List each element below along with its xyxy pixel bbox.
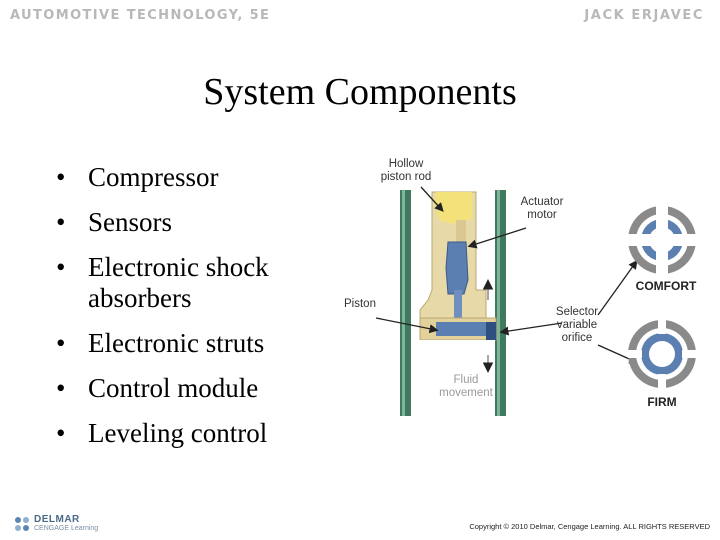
shock-absorber-diagram: Hollow piston rod Actuator motor Piston … [336,150,720,420]
book-title: AUTOMOTIVE TECHNOLOGY, 5E [10,8,271,23]
cylinder-wall-left [400,190,411,416]
bullet-dot: • [56,162,66,192]
label-line: Actuator [520,196,564,208]
logo-sub-text: CENGAGE Learning [34,525,99,532]
copyright-text: Copyright © 2010 Delmar, Cengage Learnin… [469,522,710,531]
leader-piston [375,317,439,334]
bullet-dot: • [56,207,66,237]
delmar-logo-icon [15,517,29,531]
bullet-item: • Sensors [56,207,348,238]
bullet-text: Sensors [88,207,173,237]
bullet-text: Electronic struts [88,328,265,358]
label-fluid-movement: Fluid movement [430,374,502,400]
label-actuator-motor: Actuator motor [508,196,576,222]
label-line: motor [527,209,557,221]
label-hollow-piston-rod: Hollow piston rod [366,158,446,184]
bullet-item: • Compressor [56,162,348,193]
label-piston: Piston [338,298,382,311]
firm-orifice-ring [628,320,696,388]
label-line: Fluid [453,374,479,386]
piston-rod-top [435,192,472,224]
bullet-dot: • [56,328,66,358]
lower-chamber [411,340,495,416]
label-firm: FIRM [647,395,677,409]
label-line: Selector [555,306,599,318]
bullet-item: • Control module [56,373,348,404]
bullet-text: Leveling control [88,418,268,448]
label-comfort: COMFORT [635,279,697,293]
leader-selector [499,322,563,336]
bullet-text: Electronic shock absorbers [88,252,269,313]
actuator-shaft [454,290,462,330]
bullet-list: • Compressor • Sensors • Electronic shock a… [56,162,348,463]
leader-hollow-rod [420,186,444,212]
label-line: variable [556,319,598,331]
delmar-logo: DELMAR CENGAGE Learning [12,514,98,539]
variable-orifice [486,322,496,340]
label-line: Hollow [388,158,424,170]
logo-main-text: DELMAR [34,514,80,525]
cylinder-wall-right-highlight [497,190,500,416]
author-name: JACK ERJAVEC [584,8,704,23]
selector-valve [436,322,490,336]
bullet-dot: • [56,252,66,282]
label-line: orifice [561,332,593,344]
bullet-item: • Leveling control [56,418,348,449]
bullet-dot: • [56,373,66,403]
bullet-item: • Electronic shock absorbers [56,252,348,314]
shock-absorber-illustration [375,186,697,416]
slide-title: System Components [203,71,517,113]
comfort-orifice-ring [627,205,697,275]
label-selector-orifice: Selector variable orifice [544,306,610,345]
bullet-text: Compressor [88,162,219,192]
leader-actuator [467,227,527,249]
cylinder-wall-right [495,190,506,416]
label-line: movement [439,387,493,399]
cylinder-wall-left-highlight [402,190,405,416]
bullet-text: Control module [88,373,259,403]
leader-comfort [597,259,638,316]
bullet-item: • Electronic struts [56,328,348,359]
label-line: Piston [344,298,376,310]
actuator-motor [445,241,469,295]
label-line: piston rod [380,171,432,183]
bullet-dot: • [56,418,66,448]
